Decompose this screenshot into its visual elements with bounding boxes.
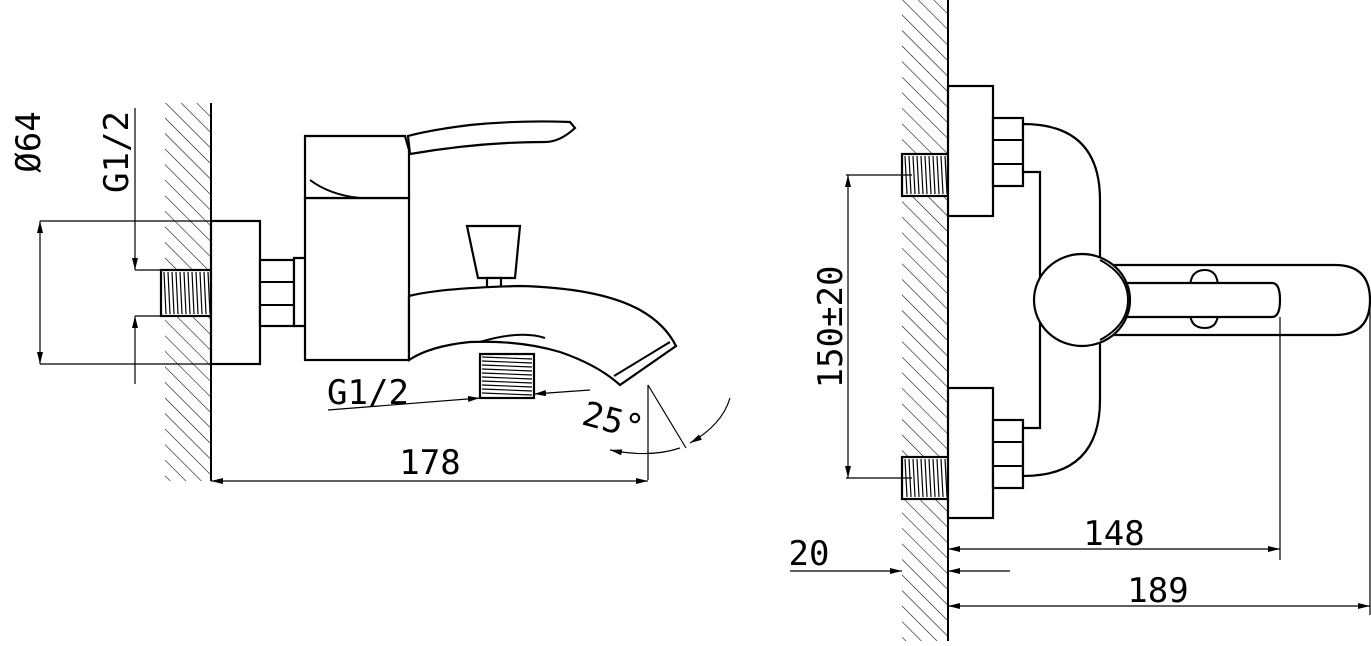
upper-escutcheon <box>946 84 995 218</box>
thread-line <box>912 458 916 498</box>
dim-spout-inner: 148 <box>948 317 1281 560</box>
thread-line <box>940 155 944 195</box>
thread-line <box>916 155 920 195</box>
thread-line <box>175 271 179 315</box>
thread-line <box>944 458 948 498</box>
thread-line <box>932 155 936 195</box>
diverter-knob <box>465 224 522 290</box>
valve-body <box>303 196 411 362</box>
thread-line <box>924 458 928 498</box>
dim-wall-offset: 20 <box>789 534 1010 574</box>
dim-diameter: Ø64 <box>9 111 211 365</box>
wall-hatch-right <box>902 0 948 641</box>
dim-thread-inlet: G1/2 <box>97 108 165 384</box>
dim-spout-total: 189 <box>948 300 1371 615</box>
outlet-thread <box>478 352 536 400</box>
dim-centers: 150±20 <box>811 174 912 479</box>
cartridge-disc <box>1032 252 1132 348</box>
spout <box>407 284 678 387</box>
thread-line <box>920 458 924 498</box>
front-view: 150±20 20 148 189 <box>789 0 1371 641</box>
cartridge-cap <box>303 134 411 200</box>
thread-line <box>481 380 533 384</box>
thread-line <box>940 458 944 498</box>
dim-spout-total-label: 189 <box>1127 571 1188 611</box>
dim-length-label: 178 <box>399 443 460 483</box>
lower-escutcheon <box>946 386 995 520</box>
thread-line <box>481 364 533 368</box>
escutcheon-flange <box>209 219 262 366</box>
lower-nut <box>991 418 1025 490</box>
thread-line <box>924 155 928 195</box>
thread-line <box>187 271 191 315</box>
thread-line <box>944 155 948 195</box>
thread-line <box>195 271 199 315</box>
thread-line <box>207 271 211 315</box>
thread-line <box>183 271 187 315</box>
dim-thread-outlet: G1/2 <box>327 373 591 413</box>
thread-line <box>167 271 171 315</box>
thread-line <box>481 384 533 388</box>
thread-line <box>203 271 207 315</box>
dim-angle: 25° <box>578 384 731 480</box>
thread-line <box>928 155 932 195</box>
thread-line <box>928 458 932 498</box>
dim-centers-label: 150±20 <box>811 266 851 389</box>
thread-line <box>179 271 183 315</box>
thread-line <box>481 388 533 392</box>
thread-line <box>481 376 533 380</box>
thread-line <box>481 356 533 360</box>
dim-wall-offset-label: 20 <box>789 534 830 574</box>
thread-line <box>481 372 533 376</box>
thread-line <box>481 392 533 396</box>
thread-line <box>932 458 936 498</box>
dim-length: 178 <box>211 443 648 484</box>
thread-line <box>163 271 167 315</box>
thread-line <box>916 458 920 498</box>
thread-line <box>936 155 940 195</box>
thread-line <box>920 155 924 195</box>
spout-inner-pipe <box>1108 281 1282 319</box>
upper-nut <box>991 116 1025 188</box>
thread-line <box>936 458 940 498</box>
thread-line <box>481 368 533 372</box>
thread-line <box>481 360 533 364</box>
dim-thread-outlet-label: G1/2 <box>327 373 409 413</box>
dim-angle-label: 25° <box>578 394 648 449</box>
dim-spout-inner-label: 148 <box>1083 514 1144 554</box>
thread-line <box>912 155 916 195</box>
inlet-thread <box>159 268 213 318</box>
side-view: Ø64 G1/2 G1/2 25° 178 <box>9 103 731 484</box>
dim-thread-inlet-label: G1/2 <box>97 111 137 193</box>
lever-handle <box>406 120 577 156</box>
thread-line <box>199 271 203 315</box>
thread-line <box>171 271 175 315</box>
hex-nut-side <box>258 258 296 328</box>
dim-diameter-label: Ø64 <box>9 111 49 172</box>
thread-line <box>191 271 195 315</box>
